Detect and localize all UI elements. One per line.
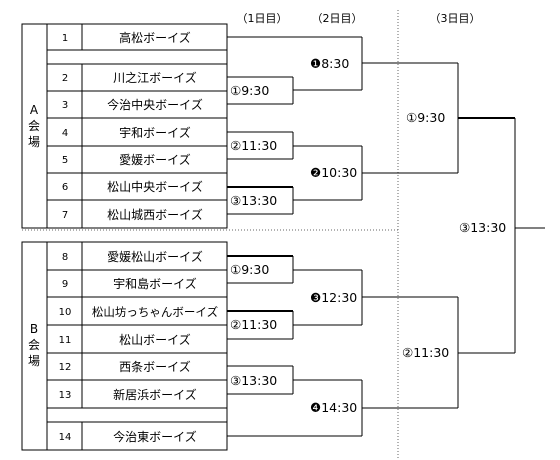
team-name: 宇和島ボーイズ (113, 276, 197, 291)
team-number: 14 (59, 432, 72, 443)
match-time-final: ③13:30 (459, 220, 506, 235)
venue-b-char-1: 会 (28, 338, 40, 352)
match-time-b-d1-3: ③13:30 (230, 373, 277, 388)
team-number: 6 (62, 182, 68, 193)
team-name: 松山ボーイズ (119, 332, 191, 347)
team-list: 1 高松ボーイズ 2 川之江ボーイズ 3 今治中央ボーイズ 4 宇和ボーイズ 5… (59, 30, 218, 444)
team-name: 今治東ボーイズ (113, 429, 197, 444)
team-name: 松山城西ボーイズ (107, 207, 203, 222)
venue-b-letter: B (30, 322, 38, 336)
match-time-b-d1-1: ①9:30 (230, 262, 269, 277)
venue-b-char-2: 場 (28, 354, 40, 368)
venue-a-char-1: 会 (28, 119, 40, 133)
team-number: 9 (62, 279, 68, 290)
venue-a-bracket (227, 36, 459, 215)
match-time-a-d3: ①9:30 (406, 110, 445, 125)
match-labels: ①9:30 ②11:30 ③13:30 ❶8:30 ❷10:30 ①9:30 ①… (230, 56, 506, 415)
team-number: 7 (62, 210, 68, 221)
team-number: 10 (59, 307, 72, 318)
team-number: 5 (62, 155, 68, 166)
venue-b: B 会 場 (21, 241, 228, 451)
venue-b-bracket (227, 255, 459, 437)
team-name: 川之江ボーイズ (113, 70, 197, 85)
team-number: 12 (59, 362, 72, 373)
match-time-b-d2-2: ❹14:30 (310, 400, 357, 415)
venue-a: A 会 場 (21, 23, 228, 229)
match-time-b-d3: ②11:30 (402, 345, 449, 360)
team-name: 高松ボーイズ (119, 30, 191, 45)
team-name: 松山坊っちゃんボーイズ (92, 305, 218, 319)
match-time-a-d1-1: ①9:30 (230, 83, 269, 98)
header-day3: （3日目） (430, 12, 481, 25)
venue-a-letter: A (30, 103, 39, 117)
match-time-a-d1-3: ③13:30 (230, 193, 277, 208)
team-number: 11 (59, 335, 72, 346)
match-time-a-d2-1: ❶8:30 (310, 56, 349, 71)
match-time-a-d2-2: ❷10:30 (310, 165, 357, 180)
team-name: 今治中央ボーイズ (107, 97, 203, 112)
venue-a-frame (21, 23, 228, 229)
venue-a-char-2: 場 (28, 135, 40, 149)
header-day1: （1日目） (237, 12, 288, 25)
team-number: 4 (62, 128, 68, 139)
team-number: 8 (62, 252, 68, 263)
team-name: 愛媛ボーイズ (119, 152, 191, 167)
team-number: 13 (59, 390, 72, 401)
team-name: 西条ボーイズ (119, 359, 191, 374)
team-name: 新居浜ボーイズ (113, 387, 197, 402)
team-number: 2 (62, 73, 68, 84)
match-time-b-d2-1: ❸12:30 (310, 290, 357, 305)
match-time-a-d1-2: ②11:30 (230, 138, 277, 153)
team-name: 松山中央ボーイズ (107, 179, 203, 194)
venue-b-frame (21, 241, 228, 451)
team-number: 3 (62, 100, 68, 111)
team-name: 宇和ボーイズ (119, 125, 191, 140)
header-day2: （2日目） (312, 12, 363, 25)
team-number: 1 (62, 33, 68, 44)
final-bracket (458, 117, 545, 354)
match-time-b-d1-2: ②11:30 (230, 317, 277, 332)
team-name: 愛媛松山ボーイズ (107, 249, 203, 264)
